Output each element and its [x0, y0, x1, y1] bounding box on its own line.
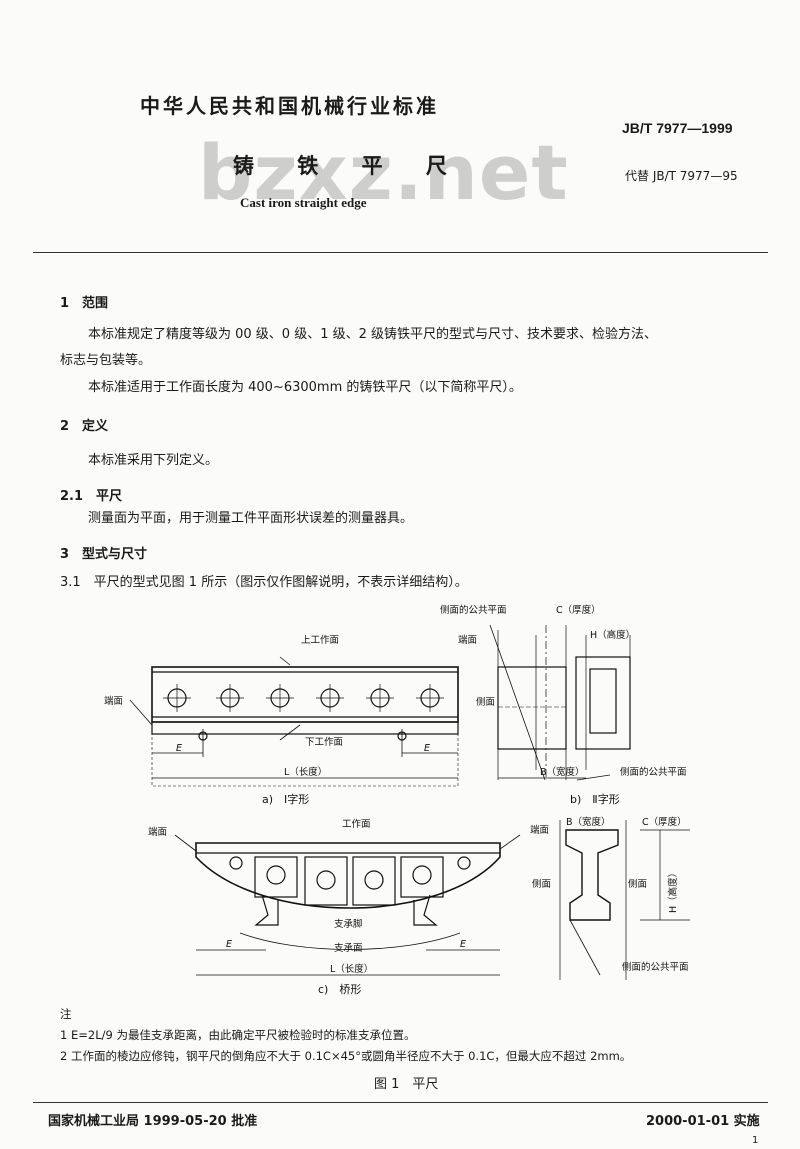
- effective-date: 2000-01-01 实施: [646, 1114, 760, 1129]
- fig-c-end-face-left: 端面: [148, 826, 167, 838]
- page-number: 1: [752, 1135, 759, 1146]
- section-1-para-1b: 标志与包装等。: [60, 353, 152, 368]
- diagram-b-ii-section: [489, 624, 631, 781]
- header-rule: [33, 252, 768, 253]
- fig-c-side-right: 侧面: [628, 878, 647, 890]
- figure-1-straight-edge: 上工作面 端面 下工作面 E E L（长度） a) Ⅰ字形 侧面的公共平面 端面…: [104, 604, 690, 996]
- footer-rule: [33, 1102, 768, 1103]
- approval-line: 国家机械工业局 1999-05-20 批准: [48, 1114, 258, 1129]
- fig-c-thickness-label: C（厚度）: [642, 816, 687, 828]
- fig-b-end-face-label: 端面: [458, 634, 477, 646]
- notes-heading: 注: [60, 1007, 72, 1021]
- section-2-heading: 2 定义: [60, 419, 109, 434]
- section-1-para-2: 本标准适用于工作面长度为 400~6300mm 的铸铁平尺（以下简称平尺）。: [88, 380, 522, 395]
- section-2-1-para: 测量面为平面，用于测量工件平面形状误差的测量器具。: [88, 511, 414, 526]
- fig-c-e-right: E: [460, 939, 466, 950]
- fig-b-common-plane-bottom: 侧面的公共平面: [620, 766, 687, 778]
- fig-b-caption: b) Ⅱ字形: [570, 792, 620, 806]
- fig-a-e-left: E: [176, 743, 182, 754]
- fig-c-height-label: H（高度）: [667, 868, 679, 913]
- fig-c-common-plane: 侧面的公共平面: [622, 961, 689, 973]
- diagram-a-i-section: [129, 656, 459, 787]
- fig-b-width-label: B（宽度）: [540, 766, 585, 778]
- fig-c-length-label: L（长度）: [330, 963, 373, 975]
- figure-title: 图 1 平尺: [374, 1077, 439, 1092]
- english-title: Cast iron straight edge: [240, 195, 367, 210]
- fig-b-side-face-label: 侧面: [476, 696, 495, 708]
- section-3-heading: 3 型式与尺寸: [60, 547, 148, 562]
- standard-number: JB/T 7977—1999: [622, 120, 733, 136]
- fig-a-end-face-label: 端面: [104, 695, 123, 707]
- fig-c-work-face-label: 工作面: [342, 818, 371, 830]
- fig-b-height-label: H（高度）: [590, 629, 635, 641]
- note-2: 2 工作面的棱边应修钝，钢平尺的倒角应不大于 0.1C×45°或圆角半径应不大于…: [60, 1049, 632, 1063]
- fig-a-caption: a) Ⅰ字形: [262, 792, 309, 806]
- fig-c-support-foot-label: 支承脚: [334, 918, 363, 930]
- fig-a-top-face-label: 上工作面: [301, 634, 339, 646]
- fig-a-e-right: E: [424, 743, 430, 754]
- fig-b-thickness-label: C（厚度）: [556, 604, 601, 616]
- section-2-para: 本标准采用下列定义。: [88, 453, 219, 468]
- section-1-heading: 1 范围: [60, 296, 109, 311]
- section-1-para-1a: 本标准规定了精度等级为 00 级、0 级、1 级、2 级铸铁平尺的型式与尺寸、技…: [88, 327, 658, 342]
- fig-b-common-plane-top: 侧面的公共平面: [440, 604, 507, 616]
- lightening-holes-a: [163, 684, 444, 712]
- diagram-c-bridge: [174, 820, 690, 980]
- fig-c-e-left: E: [226, 939, 232, 950]
- document-title: 铸 铁 平 尺: [233, 154, 465, 178]
- org-title: 中华人民共和国机械行业标准: [140, 94, 439, 118]
- watermark: bzxz.net: [198, 128, 569, 217]
- fig-a-bottom-face-label: 下工作面: [305, 736, 343, 748]
- section-2-1-heading: 2.1 平尺: [60, 489, 123, 504]
- fig-a-length-label: L（长度）: [284, 766, 327, 778]
- fig-c-support-face-label: 支承面: [334, 942, 363, 954]
- section-3-1-para: 3.1 平尺的型式见图 1 所示（图示仅作图解说明，不表示详细结构）。: [60, 575, 468, 590]
- note-1: 1 E=2L/9 为最佳支承距离，由此确定平尺被检验时的标准支承位置。: [60, 1028, 416, 1042]
- replaces-standard: 代替 JB/T 7977—95: [625, 169, 738, 183]
- fig-c-width-label: B（宽度）: [566, 816, 611, 828]
- fig-c-side-left: 侧面: [532, 878, 551, 890]
- fig-c-caption: c) 桥形: [318, 983, 361, 996]
- fig-c-end-face-right: 端面: [530, 824, 549, 836]
